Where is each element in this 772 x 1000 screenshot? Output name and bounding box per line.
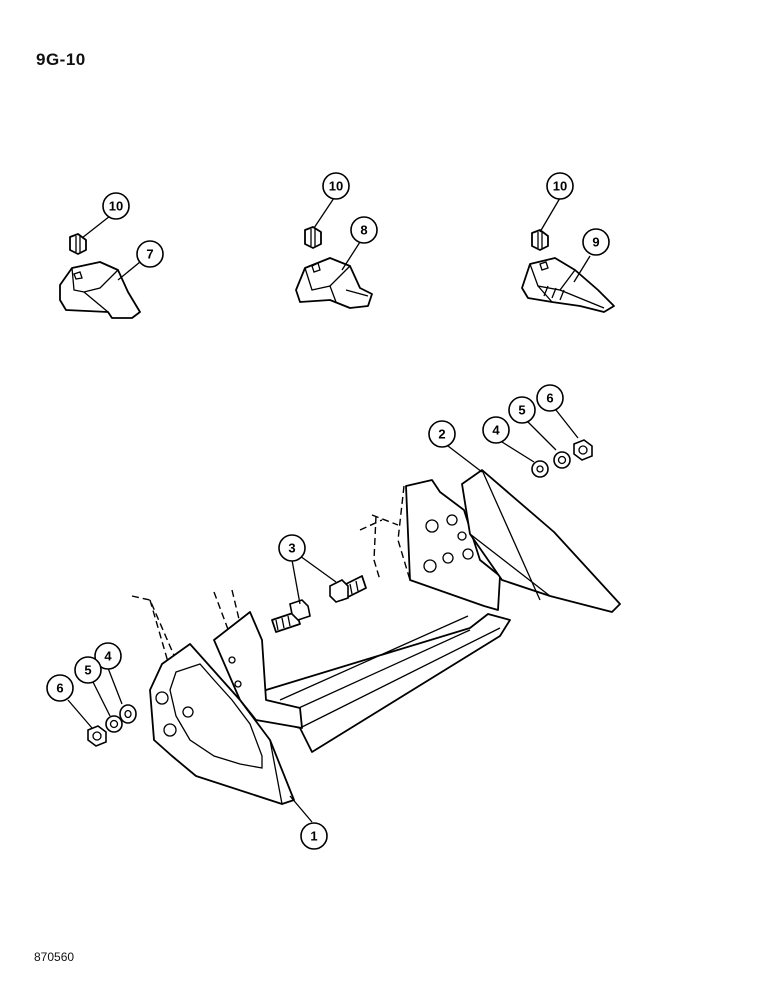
callout-label: 7 bbox=[146, 247, 153, 262]
lock-washer-5-right bbox=[553, 451, 571, 469]
tooth-7-drawing bbox=[59, 261, 141, 319]
callout-2: 2 bbox=[428, 420, 456, 448]
side-plate-right bbox=[405, 479, 501, 611]
callout-label: 8 bbox=[360, 223, 367, 238]
callout-10-center: 10 bbox=[322, 172, 350, 200]
callout-label: 9 bbox=[592, 235, 599, 250]
retainer-pin-10-right bbox=[531, 229, 549, 251]
nut-6-right bbox=[573, 439, 593, 461]
callout-8: 8 bbox=[350, 216, 378, 244]
retainer-pin-10-left bbox=[69, 233, 87, 255]
callout-4-left: 4 bbox=[94, 642, 122, 670]
tooth-8-drawing bbox=[295, 257, 373, 309]
callout-label: 5 bbox=[84, 663, 91, 678]
callout-label: 4 bbox=[104, 649, 112, 664]
callout-6-right: 6 bbox=[536, 384, 564, 412]
lock-washer-5-left bbox=[105, 715, 123, 733]
callout-label: 6 bbox=[546, 391, 553, 406]
corner-tooth-1 bbox=[149, 643, 295, 805]
callout-3: 3 bbox=[278, 534, 306, 562]
washer-4-left bbox=[119, 704, 137, 724]
callout-10-left: 10 bbox=[102, 192, 130, 220]
adapter-plate-center bbox=[249, 613, 511, 753]
callout-9: 9 bbox=[582, 228, 610, 256]
callout-label: 6 bbox=[56, 681, 63, 696]
tooth-9-drawing bbox=[521, 257, 615, 313]
callout-label: 10 bbox=[329, 179, 343, 194]
callout-label: 10 bbox=[109, 199, 123, 214]
callout-label: 4 bbox=[492, 423, 500, 438]
callout-5-left: 5 bbox=[74, 656, 102, 684]
leader-lines bbox=[67, 197, 591, 823]
callout-6-left: 6 bbox=[46, 674, 74, 702]
callout-7: 7 bbox=[136, 240, 164, 268]
page-label: 9G-10 bbox=[36, 50, 86, 69]
callout-label: 1 bbox=[310, 829, 317, 844]
bolt-3-front bbox=[271, 599, 311, 633]
nut-6-left bbox=[87, 725, 107, 747]
callout-label: 3 bbox=[288, 541, 295, 556]
callout-1: 1 bbox=[300, 822, 328, 850]
retainer-pin-10-center bbox=[304, 226, 322, 249]
washer-4-right bbox=[531, 460, 549, 478]
callout-label: 10 bbox=[553, 179, 567, 194]
callout-label: 2 bbox=[438, 427, 445, 442]
callout-10-right: 10 bbox=[546, 172, 574, 200]
bolt-3-rear bbox=[329, 575, 367, 603]
callout-5-right: 5 bbox=[508, 396, 536, 424]
figure-number: 870560 bbox=[34, 950, 75, 964]
corner-tooth-2 bbox=[461, 469, 621, 613]
callout-4-right: 4 bbox=[482, 416, 510, 444]
callout-label: 5 bbox=[518, 403, 525, 418]
